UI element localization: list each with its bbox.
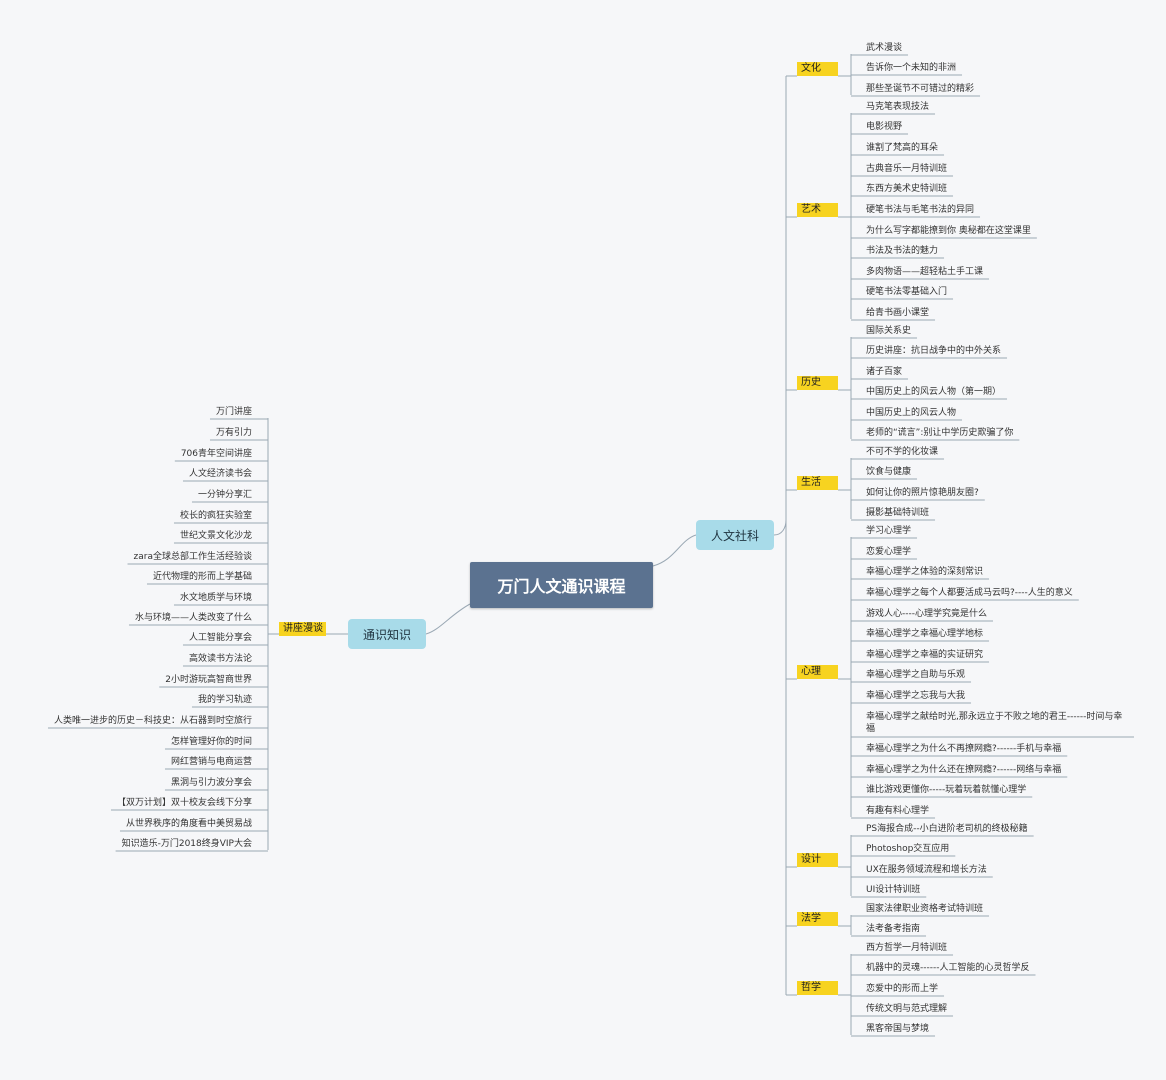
leaf-item[interactable]: 中国历史上的风云人物（第一期）	[866, 387, 1002, 397]
leaf-item[interactable]: 幸福心理学之献给时光,那永远立于不败之地的君王------时间与幸福	[866, 712, 1123, 734]
leaf-item[interactable]: 幸福心理学之幸福心理学地标	[866, 629, 984, 639]
left-leaf-item[interactable]: 【双万计划】双十校友会线下分享	[116, 798, 252, 808]
left-leaf-item[interactable]: 知识造乐-万门2018终身VIP大会	[121, 839, 252, 849]
leaf-item[interactable]: 游戏人心----心理学究竟是什么	[866, 609, 987, 619]
root-to-tongshi-line	[425, 603, 471, 635]
leaf-item[interactable]: 幸福心理学之自助与乐观	[866, 670, 966, 680]
renwen-trunk-join	[773, 519, 787, 536]
leaf-item[interactable]: 不可不学的化妆课	[866, 447, 939, 457]
leaf-item[interactable]: 幸福心理学之每个人都要活成马云吗?----人生的意义	[866, 588, 1073, 598]
node-renwen-sheke[interactable]: 人文社科	[696, 520, 774, 550]
left-leaf-item[interactable]: 人工智能分享会	[188, 633, 252, 643]
left-leaf-item[interactable]: 高效读书方法论	[188, 654, 252, 664]
left-leaf-item[interactable]: 从世界秩序的角度看中美贸易战	[125, 819, 252, 829]
leaf-item[interactable]: 东西方美术史特训班	[866, 184, 948, 194]
leaf-item[interactable]: UX在服务领域流程和增长方法	[866, 865, 987, 875]
leaf-item[interactable]: 多肉物语——超轻粘土手工课	[866, 267, 984, 277]
category-1[interactable]: 艺术	[797, 203, 838, 217]
leaf-item[interactable]: 古典音乐一月特训班	[866, 164, 948, 174]
category-7[interactable]: 哲学	[797, 981, 838, 995]
leaf-item[interactable]: 历史讲座：抗日战争中的中外关系	[866, 346, 1002, 356]
root-node[interactable]: 万门人文通识课程	[470, 562, 653, 608]
leaf-item[interactable]: PS海报合成--小白进阶老司机的终极秘籍	[866, 824, 1028, 834]
node-tongshi-zhishi[interactable]: 通识知识	[348, 619, 426, 649]
leaf-item[interactable]: 饮食与健康	[866, 467, 912, 477]
category-3[interactable]: 生活	[797, 476, 838, 490]
left-leaf-item[interactable]: 水与环境——人类改变了什么	[134, 613, 252, 623]
left-leaf-item[interactable]: 世纪文景文化沙龙	[179, 531, 252, 541]
left-leaf-item[interactable]: 水文地质学与环境	[179, 593, 252, 603]
left-leaf-item[interactable]: 人文经济读书会	[188, 469, 252, 479]
leaf-item[interactable]: 为什么写字都能撩到你 奥秘都在这堂课里	[866, 226, 1031, 236]
leaf-item[interactable]: 国际关系史	[866, 326, 912, 336]
category-6[interactable]: 法学	[797, 912, 838, 926]
left-leaf-item[interactable]: 校长的疯狂实验室	[179, 511, 252, 521]
leaf-item[interactable]: 书法及书法的魅力	[866, 246, 939, 256]
leaf-item[interactable]: 幸福心理学之为什么不再撩网瘾?------手机与幸福	[866, 744, 1062, 754]
leaf-item[interactable]: 幸福心理学之忘我与大我	[866, 691, 966, 701]
leaf-item[interactable]: 国家法律职业资格考试特训班	[866, 904, 984, 914]
left-leaf-item[interactable]: 万门讲座	[215, 407, 252, 417]
leaf-item[interactable]: 西方哲学一月特训班	[866, 943, 948, 953]
leaf-item[interactable]: UI设计特训班	[866, 885, 921, 895]
leaf-item[interactable]: 有趣有料心理学	[866, 806, 930, 816]
leaf-item[interactable]: 硬笔书法与毛笔书法的异同	[866, 205, 975, 215]
leaf-item[interactable]: 恋爱中的形而上学	[866, 984, 939, 994]
left-leaf-item[interactable]: 2小时游玩高智商世界	[165, 675, 252, 685]
leaf-item[interactable]: 黑客帝国与梦境	[866, 1024, 930, 1034]
category-jiangzuo-mantan[interactable]: 讲座漫谈	[279, 622, 326, 636]
leaf-item[interactable]: 那些圣诞节不可错过的精彩	[866, 84, 975, 94]
left-leaf-item[interactable]: 万有引力	[215, 428, 252, 438]
leaf-item[interactable]: 摄影基础特训班	[866, 508, 930, 518]
leaf-item[interactable]: 恋爱心理学	[866, 547, 912, 557]
leaf-item[interactable]: 电影视野	[866, 122, 903, 132]
leaf-item[interactable]: 幸福心理学之幸福的实证研究	[866, 650, 984, 660]
left-leaf-item[interactable]: 我的学习轨迹	[197, 695, 252, 705]
category-2[interactable]: 历史	[797, 376, 838, 390]
left-leaf-item[interactable]: 近代物理的形而上学基础	[152, 572, 252, 582]
leaf-item[interactable]: 谁比游戏更懂你-----玩着玩着就懂心理学	[866, 785, 1027, 795]
category-5[interactable]: 设计	[797, 853, 838, 867]
leaf-item[interactable]: Photoshop交互应用	[866, 844, 950, 854]
leaf-item[interactable]: 给青书画小课堂	[866, 308, 930, 318]
left-leaf-item[interactable]: 黑洞与引力波分享会	[170, 778, 252, 788]
leaf-item[interactable]: 法考备考指南	[866, 924, 921, 934]
leaf-item[interactable]: 马克笔表现技法	[866, 102, 930, 112]
leaf-item[interactable]: 硬笔书法零基础入门	[866, 287, 948, 297]
leaf-item[interactable]: 幸福心理学之为什么还在撩网瘾?------网络与幸福	[866, 765, 1062, 775]
leaf-item[interactable]: 武术漫谈	[866, 43, 903, 53]
left-leaf-item[interactable]: 人类唯一进步的历史－科技史：从石器到时空旅行	[53, 716, 252, 726]
leaf-item[interactable]: 机器中的灵魂------人工智能的心灵哲学反	[866, 963, 1030, 973]
left-leaf-item[interactable]: 一分钟分享汇	[197, 490, 252, 500]
leaf-item[interactable]: 传统文明与范式理解	[866, 1004, 948, 1014]
left-leaf-item[interactable]: 网红营销与电商运营	[170, 757, 252, 767]
leaf-item[interactable]: 谁割了梵高的耳朵	[866, 143, 939, 153]
left-leaf-item[interactable]: 怎样管理好你的时间	[170, 737, 252, 747]
left-leaf-item[interactable]: zara全球总部工作生活经验谈	[133, 552, 252, 562]
leaf-item[interactable]: 中国历史上的风云人物	[866, 408, 957, 418]
category-4[interactable]: 心理	[797, 665, 838, 679]
leaf-item[interactable]: 老师的“谎言”:别让中学历史欺骗了你	[866, 428, 1014, 438]
leaf-item[interactable]: 诸子百家	[866, 367, 903, 377]
leaf-item[interactable]: 学习心理学	[866, 526, 912, 536]
left-leaf-item[interactable]: 706青年空间讲座	[180, 449, 252, 459]
leaf-item[interactable]: 告诉你一个未知的非洲	[866, 63, 957, 73]
root-to-renwen-line	[652, 534, 697, 567]
category-0[interactable]: 文化	[797, 62, 838, 76]
leaf-item[interactable]: 如何让你的照片惊艳朋友圈?	[866, 488, 979, 498]
leaf-item[interactable]: 幸福心理学之体验的深刻常识	[866, 567, 984, 577]
